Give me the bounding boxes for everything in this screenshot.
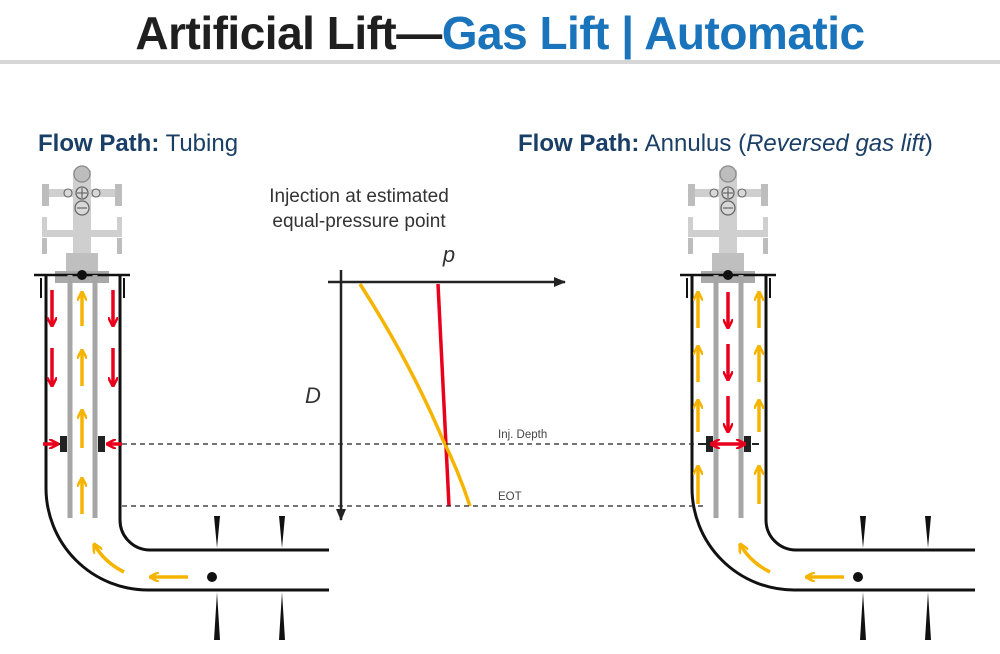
injection-note-line2: equal-pressure point <box>272 211 446 232</box>
right-wellhead-icon <box>687 165 769 284</box>
left-well-casing <box>34 270 329 640</box>
right-well-casing <box>680 270 975 640</box>
right-gas-injection-arrows <box>711 292 745 444</box>
left-wellhead-icon <box>41 165 123 284</box>
fluid-pressure-curve <box>358 283 472 507</box>
eot-label: EOT <box>498 491 522 503</box>
title-main: Artificial Lift— <box>135 7 442 59</box>
right-well <box>680 165 975 640</box>
left-gas-injection-arrows <box>43 290 122 444</box>
injection-note-line1: Injection at estimated <box>269 186 449 207</box>
page-title: Artificial Lift—Gas Lift | Automatic <box>0 6 1000 60</box>
depth-axis-label: D <box>305 383 321 408</box>
left-well <box>34 165 329 640</box>
title-underline <box>0 60 1000 64</box>
gas-pressure-line <box>436 283 451 507</box>
title-accent: Gas Lift | Automatic <box>441 7 865 59</box>
right-fluid-flow-arrows <box>698 292 844 577</box>
pressure-depth-chart: Injection at estimated equal-pressure po… <box>122 186 707 521</box>
pressure-axis-label: p <box>442 242 455 267</box>
injection-depth-label: Inj. Depth <box>498 429 547 441</box>
left-well-caption: Flow Path: Tubing <box>38 130 239 157</box>
right-well-caption: Flow Path: Annulus (Reversed gas lift) <box>518 130 933 157</box>
left-fluid-flow-arrows <box>82 292 188 577</box>
